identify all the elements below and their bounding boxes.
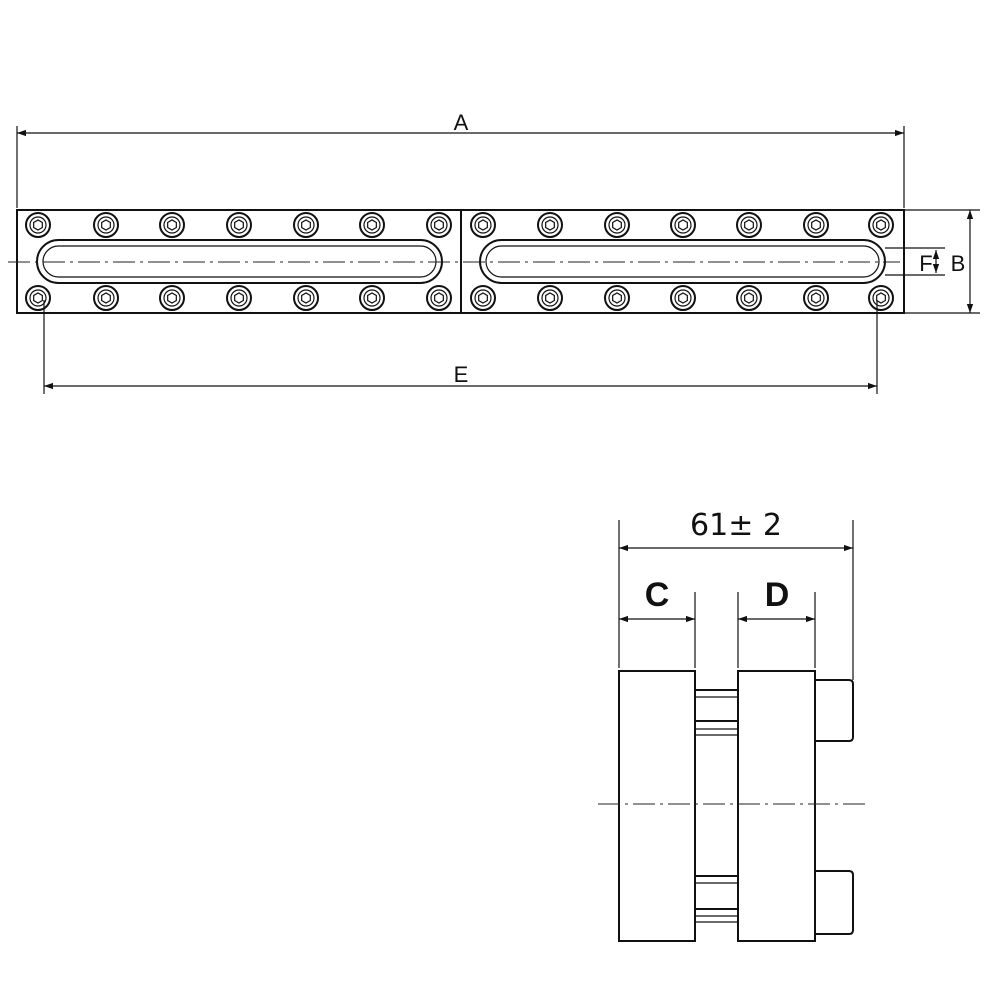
bolt-head-icon xyxy=(226,285,252,311)
bolt-head-icon xyxy=(25,285,51,311)
side-left-plate xyxy=(618,670,696,942)
dimension-a-label: A xyxy=(454,110,469,135)
bolt-head-icon xyxy=(25,212,51,238)
dimension-d: D xyxy=(738,576,815,623)
bolt-head-icon xyxy=(159,212,185,238)
bolt-head-icon xyxy=(93,285,119,311)
bolt-head-icon xyxy=(359,212,385,238)
dimension-b: B xyxy=(904,209,980,314)
right-plate-outline xyxy=(460,209,905,314)
bolt-head-icon xyxy=(670,285,696,311)
dimension-b-label: B xyxy=(951,251,966,276)
bolt-head-icon xyxy=(868,285,894,311)
bolt-head-icon xyxy=(803,285,829,311)
bolt-head-icon xyxy=(736,212,762,238)
side-bolt-shank-lower xyxy=(695,875,738,923)
side-right-plate xyxy=(737,670,816,942)
side-bolt-shank-upper xyxy=(695,689,738,736)
bolt-head-icon xyxy=(537,212,563,238)
side-bolt-head-upper xyxy=(815,679,854,742)
dimension-overall-width: 61± 2 xyxy=(619,508,853,552)
bolt-head-icon xyxy=(226,212,252,238)
side-view: 61± 2 C D xyxy=(598,508,870,942)
dimension-f: F xyxy=(885,247,945,276)
bolt-head-icon xyxy=(604,285,630,311)
bolt-pattern xyxy=(25,212,894,311)
bolt-head-icon xyxy=(868,212,894,238)
bolt-head-icon xyxy=(470,285,496,311)
dimension-f-label: F xyxy=(919,251,932,276)
bolt-head-icon xyxy=(537,285,563,311)
bolt-head-icon xyxy=(803,212,829,238)
dimension-overall-width-label: 61± 2 xyxy=(690,508,782,543)
bolt-head-icon xyxy=(426,285,452,311)
dimension-e: E xyxy=(43,300,878,394)
dimension-d-label: D xyxy=(765,576,790,614)
bolt-head-icon xyxy=(93,212,119,238)
bolt-head-icon xyxy=(159,285,185,311)
bolt-head-icon xyxy=(293,212,319,238)
dimension-e-label: E xyxy=(454,362,469,387)
bolt-head-icon xyxy=(359,285,385,311)
side-bolt-head-lower xyxy=(815,870,854,935)
bolt-head-icon xyxy=(426,212,452,238)
bolt-head-icon xyxy=(470,212,496,238)
bolt-head-icon xyxy=(736,285,762,311)
bolt-head-icon xyxy=(293,285,319,311)
dimension-c: C xyxy=(619,576,695,623)
dimension-a: A xyxy=(16,110,905,208)
top-view: A E B xyxy=(8,110,980,394)
bolt-head-icon xyxy=(670,212,696,238)
bolt-head-icon xyxy=(604,212,630,238)
dimension-c-label: C xyxy=(645,576,670,614)
